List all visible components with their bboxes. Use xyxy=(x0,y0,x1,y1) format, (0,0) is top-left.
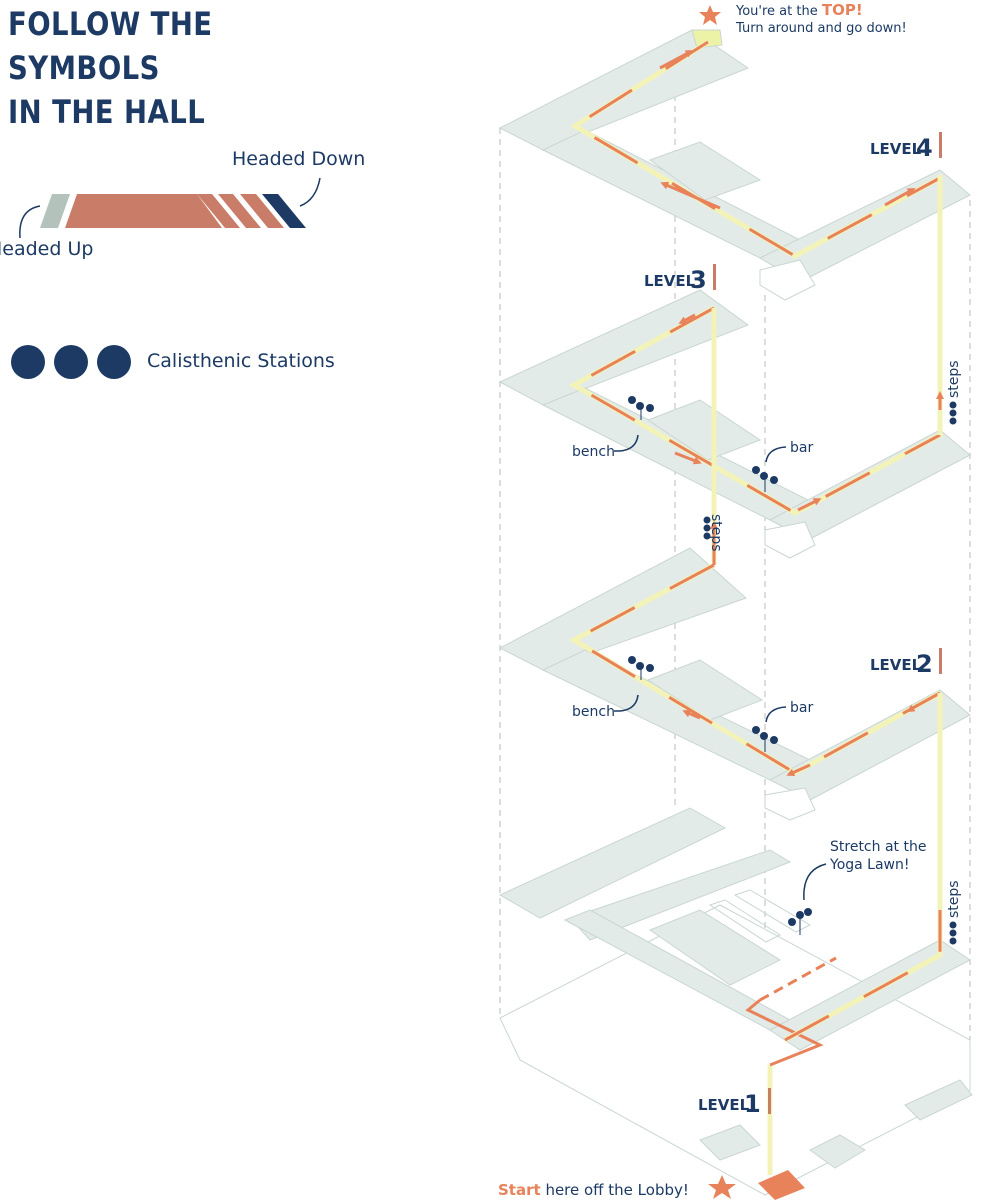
direction-legend-bar xyxy=(19,177,321,239)
floor-level-2-5 xyxy=(498,521,971,955)
top-note: You're at the TOP! Turn around and go do… xyxy=(699,1,907,36)
headed-up-swatch xyxy=(40,194,70,228)
bench-label-lower: bench xyxy=(572,704,615,720)
legend-headed-down: Headed Down xyxy=(232,148,366,170)
down-pointer-icon xyxy=(299,177,321,207)
legend-headed-up: Headed Up xyxy=(0,238,94,260)
floor-level-3 xyxy=(498,175,971,565)
steps-label-middle: steps xyxy=(708,514,724,552)
station-dot-icon xyxy=(11,345,45,379)
floor-level-1 xyxy=(498,807,973,1200)
page-title: FOLLOW THE SYMBOLS IN THE HALL xyxy=(8,2,369,134)
station-dot-icon xyxy=(54,345,88,379)
level-badges: LEVEL 4 LEVEL 3 LEVEL 2 LEVEL 1 xyxy=(644,132,942,1118)
headed-main-swatch xyxy=(65,194,222,228)
level-4-num: 4 xyxy=(916,134,933,162)
stations-legend-dots xyxy=(11,345,131,379)
station-dot-icon xyxy=(97,345,131,379)
star-icon xyxy=(699,5,721,25)
start-star-icon xyxy=(708,1175,736,1199)
headed-down-swatch xyxy=(262,194,306,228)
steps-markers xyxy=(703,401,957,945)
steps-label-upper: steps xyxy=(946,360,962,398)
svg-text:You're at the TOP!: You're at the TOP! xyxy=(735,1,863,19)
title-line-2: IN THE HALL xyxy=(8,93,206,131)
map-labels: bench bar bench bar steps steps steps St… xyxy=(572,360,962,918)
level-1-num: 1 xyxy=(744,1090,761,1118)
yoga-label-line-2: Yoga Lawn! xyxy=(829,857,910,873)
start-rest: here off the Lobby! xyxy=(541,1181,689,1199)
start-emphasis: Start xyxy=(498,1181,541,1199)
legend-stations: Calisthenic Stations xyxy=(147,350,335,372)
start-pad xyxy=(758,1170,805,1200)
top-note-prefix: You're at the xyxy=(735,4,822,19)
title-line-1: FOLLOW THE SYMBOLS xyxy=(8,5,213,87)
floor-top xyxy=(498,29,971,301)
bench-label: bench xyxy=(572,444,615,460)
level-3-num: 3 xyxy=(690,266,707,294)
top-note-line-2: Turn around and go down! xyxy=(735,21,907,36)
level-3-word: LEVEL xyxy=(644,272,696,290)
up-pointer-icon xyxy=(19,205,41,239)
bar-label-lower: bar xyxy=(790,700,813,716)
bar-label: bar xyxy=(790,440,813,456)
bench-pointer-icon xyxy=(613,434,639,452)
top-note-emphasis: TOP! xyxy=(822,1,863,19)
level-1-word: LEVEL xyxy=(698,1096,750,1114)
level-2-word: LEVEL xyxy=(870,656,922,674)
start-note: Start here off the Lobby! xyxy=(498,1175,736,1199)
yoga-label-line-1: Stretch at the xyxy=(830,839,926,855)
steps-label-lower: steps xyxy=(946,880,962,918)
svg-text:Start here off the Lobby!: Start here off the Lobby! xyxy=(498,1181,689,1199)
level-2-num: 2 xyxy=(916,650,933,678)
level-4-word: LEVEL xyxy=(870,140,922,158)
